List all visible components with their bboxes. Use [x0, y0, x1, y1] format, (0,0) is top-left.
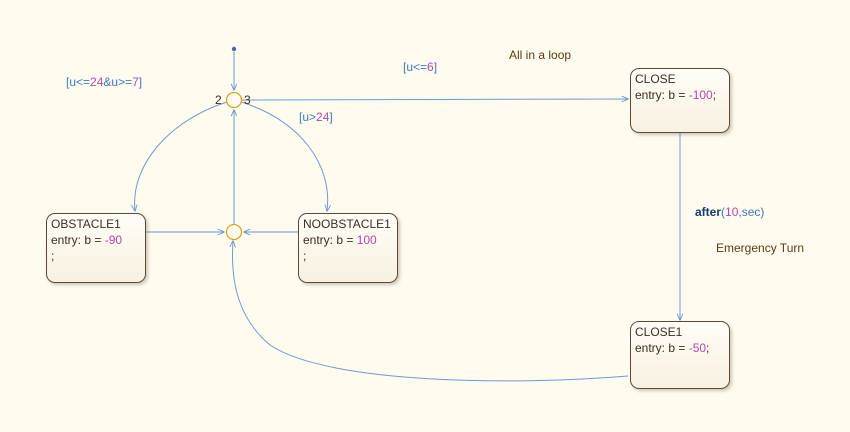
state-close-action: entry: b = -100; [635, 88, 717, 102]
junction-order-2: 2 [215, 93, 222, 107]
state-close[interactable]: CLOSE entry: b = -100; [630, 68, 730, 133]
state-close1-action: entry: b = -50; [635, 341, 710, 355]
state-noobstacle1[interactable]: NOOBSTACLE1 entry: b = 100 ; [298, 213, 398, 283]
top-junction[interactable] [225, 91, 243, 109]
default-transition-dot [231, 46, 237, 52]
state-obstacle1[interactable]: OBSTACLE1 entry: b = -90 ; [46, 213, 146, 283]
guard-label-u-le-6[interactable]: [u<=6] [403, 60, 438, 74]
state-obstacle1-action: entry: b = -90 [51, 233, 123, 247]
state-noobstacle1-action: entry: b = 100 [303, 233, 377, 247]
note-emergency-turn: Emergency Turn [716, 241, 805, 255]
transition-close1-to-junction[interactable] [232, 241, 629, 382]
after-label[interactable]: after(10,sec) [695, 205, 765, 219]
transition-to-obstacle1[interactable] [135, 101, 228, 211]
note-all-in-a-loop: All in a loop [509, 48, 572, 62]
guard-label-u-le-24[interactable]: [u<=24&u>=7] [66, 75, 143, 89]
state-close1-name: CLOSE1 [635, 325, 683, 339]
state-close-name: CLOSE [635, 72, 676, 86]
state-close1[interactable]: CLOSE1 entry: b = -50; [630, 321, 730, 389]
state-noobstacle1-name: NOOBSTACLE1 [303, 217, 391, 231]
junction-order-3: 3 [244, 93, 251, 107]
bottom-junction[interactable] [225, 223, 243, 241]
transition-to-close[interactable] [241, 99, 628, 100]
transition-to-noobstacle1[interactable] [240, 101, 328, 211]
state-noobstacle1-extra: ; [303, 249, 307, 263]
guard-label-u-gt-24[interactable]: [u>24] [299, 110, 333, 124]
state-obstacle1-name: OBSTACLE1 [51, 217, 121, 231]
state-obstacle1-extra: ; [51, 249, 55, 263]
